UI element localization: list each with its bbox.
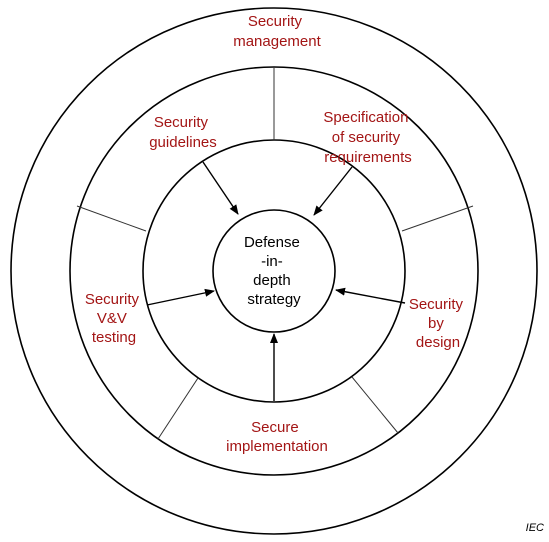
specification-label: Specification of security requirements xyxy=(323,109,412,166)
label-line: V&V xyxy=(97,310,127,327)
center-line: depth xyxy=(253,272,291,289)
label-line: requirements xyxy=(324,149,412,166)
label-line: Secure xyxy=(251,419,299,436)
security-vv-testing-label: Security V&V testing xyxy=(85,291,143,346)
arrow-from-testing xyxy=(146,288,215,306)
label-line: Specification xyxy=(323,109,408,126)
center-line: strategy xyxy=(247,291,301,308)
arrow-from-specification xyxy=(313,166,353,216)
divider-upper-left xyxy=(76,205,147,232)
security-guidelines-label: Security guidelines xyxy=(149,114,217,151)
outer-ring xyxy=(10,7,538,535)
label-line: implementation xyxy=(226,438,328,455)
label-line: testing xyxy=(92,329,136,346)
security-by-design-label: Security by design xyxy=(409,296,467,351)
label-line: Security xyxy=(409,296,464,313)
source-label: IEC xyxy=(526,522,544,534)
secure-implementation-label: Secure implementation xyxy=(226,419,328,455)
arrow-from-design xyxy=(335,287,406,304)
divider-lower-right xyxy=(351,376,399,434)
arrow-from-guidelines xyxy=(202,161,239,215)
label-line: Security xyxy=(154,114,209,131)
label-line: by xyxy=(428,315,444,332)
center-label: Defense -in- depth strategy xyxy=(244,234,304,308)
core-ring xyxy=(212,209,336,333)
label-line: management xyxy=(233,33,321,50)
divider-lower-left xyxy=(157,377,199,440)
center-line: -in- xyxy=(261,253,283,270)
label-line: guidelines xyxy=(149,134,217,151)
label-line: Security xyxy=(248,13,303,30)
label-line: Security xyxy=(85,291,140,308)
label-line: design xyxy=(416,334,460,351)
center-line: Defense xyxy=(244,234,300,251)
label-line: of security xyxy=(332,129,401,146)
security-management-label: Security management xyxy=(233,13,321,50)
divider-upper-right xyxy=(401,205,474,232)
